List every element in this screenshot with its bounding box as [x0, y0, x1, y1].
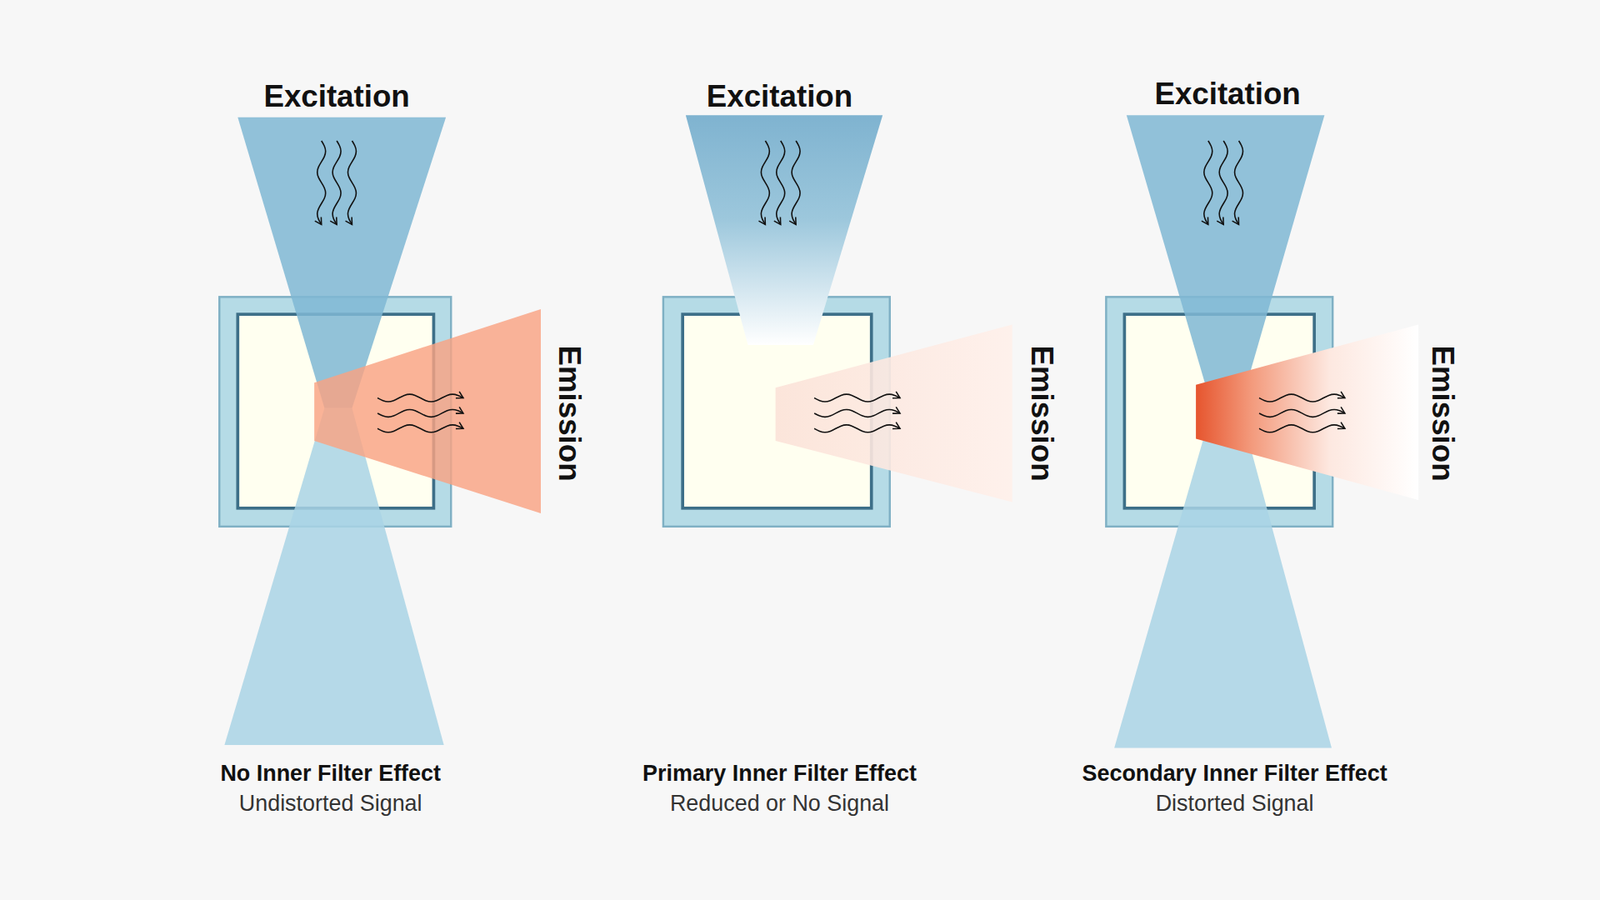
- panel-secondary: [1105, 115, 1419, 748]
- beam-label: Emission: [1026, 345, 1058, 481]
- beam-label: Excitation: [263, 81, 410, 113]
- beam-label: Excitation: [1154, 78, 1300, 110]
- photon-arrow: [760, 140, 770, 225]
- photon-arrow: [776, 140, 785, 225]
- beam-label: Emission: [1427, 345, 1459, 481]
- photon-arrow: [1235, 140, 1244, 225]
- photon-arrow: [1259, 409, 1345, 417]
- photon-arrow: [332, 140, 341, 225]
- emission-beam: [1195, 324, 1419, 500]
- panel-subtitle: Undistorted Signal: [239, 791, 423, 815]
- panel-no-filter: [219, 117, 541, 745]
- photon-arrow: [317, 140, 326, 225]
- photon-arrow: [814, 409, 900, 417]
- photon-arrow: [1259, 425, 1345, 433]
- panel-title: Secondary Inner Filter Effect: [1082, 762, 1388, 785]
- panel-primary: [663, 115, 1013, 526]
- excitation-beam: [685, 115, 883, 345]
- photon-arrow: [347, 140, 356, 225]
- photon-arrow: [1219, 140, 1228, 225]
- photon-arrow: [1204, 140, 1213, 225]
- photon-arrow: [377, 425, 464, 433]
- panel-subtitle: Distorted Signal: [1155, 791, 1315, 815]
- photon-arrow: [377, 409, 464, 417]
- panel-title: Primary Inner Filter Effect: [642, 762, 917, 785]
- photon-arrow: [1259, 394, 1345, 402]
- emission-beam: [775, 324, 1013, 502]
- photon-arrow: [814, 394, 900, 402]
- photon-arrows: [317, 140, 1345, 433]
- photon-arrow: [791, 140, 800, 225]
- beam-label: Excitation: [706, 81, 853, 113]
- panel-title: No Inner Filter Effect: [220, 762, 440, 785]
- photon-arrow: [377, 394, 464, 402]
- photon-arrow: [814, 425, 900, 433]
- emission-beam: [314, 309, 541, 514]
- beam-label: Emission: [554, 345, 585, 481]
- panel-subtitle: Reduced or No Signal: [670, 791, 890, 815]
